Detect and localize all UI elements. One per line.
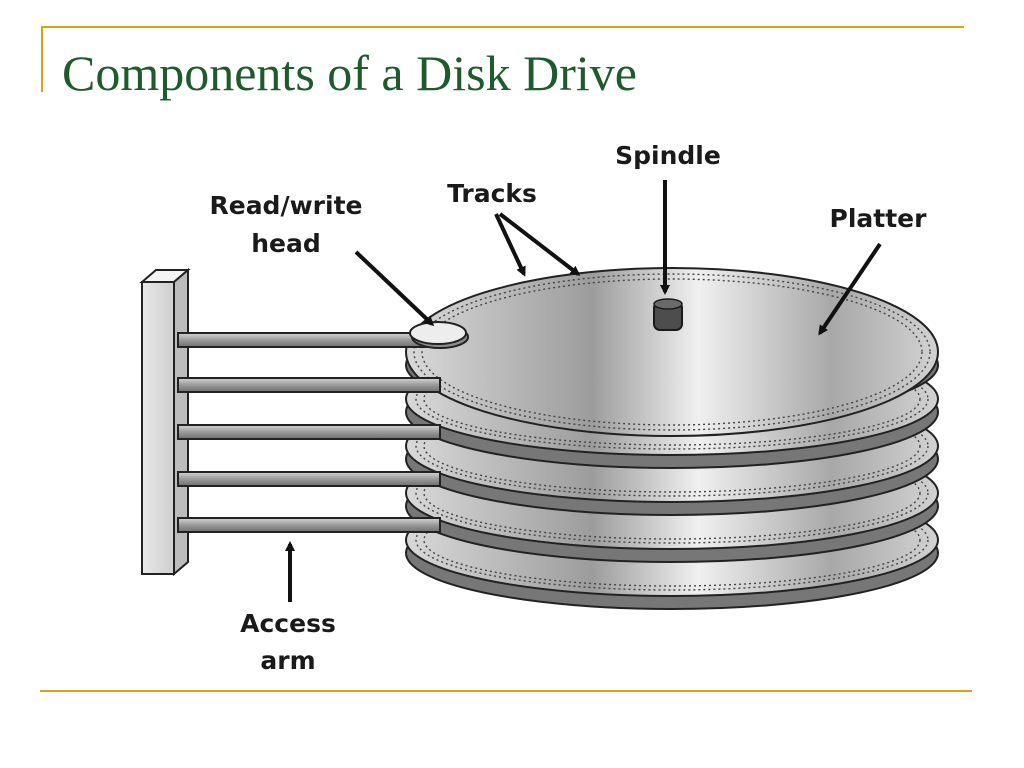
read-write-head-arrow bbox=[354, 250, 435, 327]
access-arm bbox=[177, 424, 441, 440]
read-write-head-label-line2: head bbox=[251, 229, 321, 258]
tracks-arrow-left bbox=[494, 213, 526, 277]
access-arm bbox=[177, 332, 441, 348]
platter-arrow bbox=[818, 242, 882, 336]
platter-stack bbox=[405, 267, 939, 610]
tracks-arrow-right bbox=[498, 212, 581, 276]
access-arms bbox=[177, 332, 441, 533]
bottom-rule bbox=[40, 690, 972, 692]
access-arm bbox=[177, 471, 441, 487]
platter-top bbox=[405, 267, 939, 437]
annotation-arrows bbox=[285, 180, 882, 602]
platter-label: Platter bbox=[830, 204, 928, 233]
access-arm-label-line1: Access bbox=[240, 609, 336, 638]
access-arm bbox=[177, 517, 441, 533]
top-rule-horizontal bbox=[41, 26, 964, 28]
top-rule-vertical bbox=[41, 26, 43, 92]
slide-title: Components of a Disk Drive bbox=[62, 45, 637, 101]
access-arm bbox=[177, 377, 441, 393]
tracks-label: Tracks bbox=[447, 179, 537, 208]
access-arm-label-line2: arm bbox=[260, 646, 315, 675]
read-write-head-label-line1: Read/write bbox=[209, 191, 362, 220]
spindle-label: Spindle bbox=[615, 141, 721, 170]
spindle bbox=[653, 298, 683, 331]
read-write-head bbox=[409, 321, 469, 349]
access-arm-post bbox=[139, 267, 191, 577]
